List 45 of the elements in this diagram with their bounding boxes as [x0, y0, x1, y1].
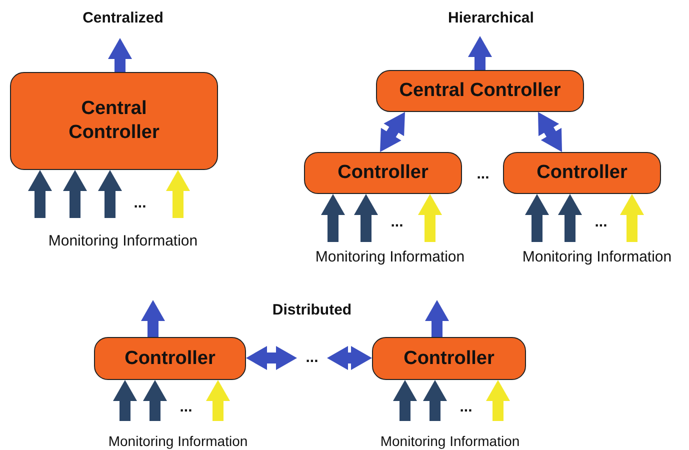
section-title: Centralized	[82, 10, 164, 26]
arrow	[113, 380, 137, 421]
ellipsis: ...	[390, 214, 404, 230]
arrow	[525, 194, 549, 242]
arrow	[206, 380, 230, 421]
arrow	[423, 380, 447, 421]
monitoring-label: Monitoring Information	[522, 248, 672, 266]
ellipsis: ...	[460, 398, 472, 416]
arrow	[620, 194, 644, 242]
arrow	[558, 194, 582, 242]
controller-box: Controller	[94, 337, 246, 380]
double-arrow	[246, 346, 297, 370]
controller-box: Central Controller	[10, 72, 218, 170]
arrow	[393, 380, 417, 421]
ellipsis: ...	[134, 194, 146, 212]
arrow	[141, 300, 165, 337]
section-title: Distributed	[272, 302, 352, 318]
monitoring-label: Monitoring Information	[108, 433, 248, 449]
double-arrow	[538, 112, 562, 152]
ellipsis: ...	[297, 346, 327, 368]
ellipsis: ...	[594, 214, 608, 230]
arrow	[166, 170, 190, 218]
arrow	[468, 36, 492, 70]
monitoring-label: Monitoring Information	[315, 248, 465, 266]
monitoring-label: Monitoring Information	[48, 232, 198, 250]
arrow	[98, 170, 122, 218]
arrow	[418, 194, 442, 242]
ellipsis: ...	[180, 398, 192, 416]
arrow	[143, 380, 167, 421]
controller-box: Controller	[503, 152, 661, 194]
section-title: Hierarchical	[448, 10, 534, 26]
double-arrow	[327, 346, 372, 370]
arrow	[425, 300, 449, 337]
monitoring-label: Monitoring Information	[380, 433, 520, 449]
double-arrow	[380, 112, 405, 152]
ellipsis: ...	[476, 166, 490, 182]
arrow	[321, 194, 345, 242]
controller-box: Central Controller	[376, 70, 584, 112]
controller-box: Controller	[372, 337, 526, 380]
arrow	[63, 170, 87, 218]
arrow	[108, 38, 132, 72]
arrow	[28, 170, 52, 218]
arrow	[354, 194, 378, 242]
controller-box: Controller	[304, 152, 462, 194]
arrow	[486, 380, 510, 421]
